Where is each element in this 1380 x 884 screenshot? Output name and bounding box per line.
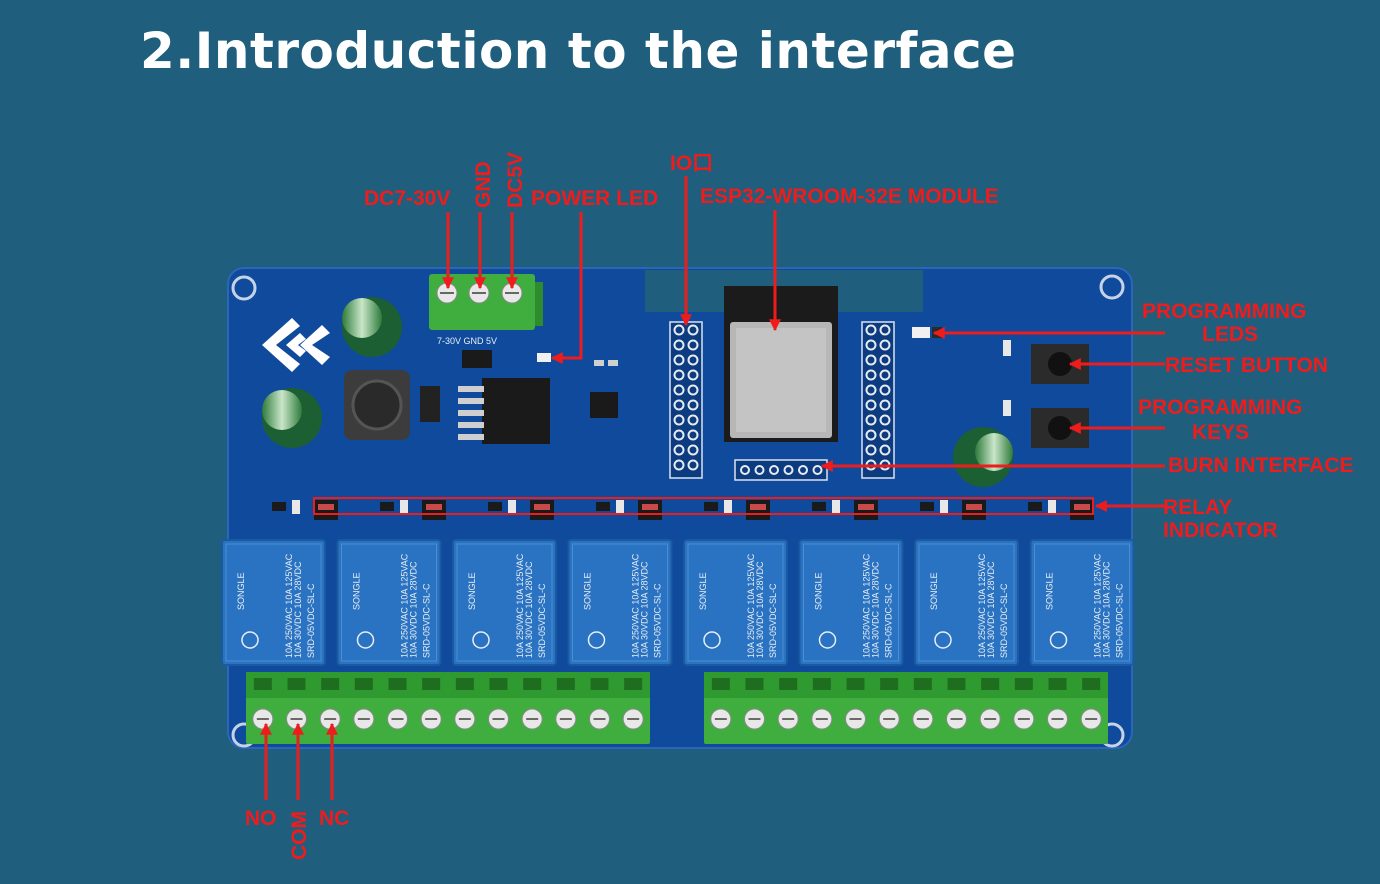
relay-brand: SONGLE bbox=[698, 572, 708, 610]
relay-rating: 10A 30VDC 10A 28VDC bbox=[409, 561, 419, 658]
relay-rating: 10A 250VAC 10A 125VAC bbox=[284, 553, 294, 658]
relay-rating: 10A 30VDC 10A 28VDC bbox=[871, 561, 881, 658]
relay-terminals bbox=[246, 672, 1108, 744]
label-esp32-module: ESP32-WROOM-32E MODULE bbox=[700, 185, 999, 208]
label-nc: NC bbox=[319, 807, 349, 830]
relay-rating: 10A 250VAC 10A 125VAC bbox=[515, 553, 525, 658]
relay-model: SRD-05VDC-SL-C bbox=[999, 583, 1009, 658]
relay-model: SRD-05VDC-SL-C bbox=[884, 583, 894, 658]
label-relay-indicator: RELAY bbox=[1163, 496, 1232, 519]
burn-interface bbox=[734, 459, 828, 481]
label-programming-leds: PROGRAMMING bbox=[1142, 300, 1307, 323]
power-silkscreen: 7-30V GND 5V bbox=[437, 336, 497, 346]
label-dc-input: DC7-30V bbox=[364, 187, 450, 210]
relay-brand: SONGLE bbox=[929, 572, 939, 610]
label-reset-button: RESET BUTTON bbox=[1165, 354, 1328, 377]
programming-led bbox=[912, 327, 930, 338]
relay-brand: SONGLE bbox=[352, 572, 362, 610]
io-header bbox=[669, 321, 703, 479]
label-programming-leds-2: LEDS bbox=[1202, 323, 1258, 346]
relay-model: SRD-05VDC-SL-C bbox=[537, 583, 547, 658]
relay-rating: 10A 250VAC 10A 125VAC bbox=[400, 553, 410, 658]
inductor bbox=[344, 370, 410, 440]
relay-rating: 10A 250VAC 10A 125VAC bbox=[1093, 553, 1103, 658]
label-dc5v: DC5V bbox=[504, 152, 527, 208]
relay-brand: SONGLE bbox=[1045, 572, 1055, 610]
power-terminal-block bbox=[429, 274, 543, 330]
relay-rating: 10A 30VDC 10A 28VDC bbox=[524, 561, 534, 658]
smd-chip bbox=[590, 392, 618, 418]
label-com: COM bbox=[288, 811, 311, 860]
brand-logo bbox=[262, 318, 330, 372]
relay-rating: 10A 250VAC 10A 125VAC bbox=[862, 553, 872, 658]
smd-chip bbox=[462, 350, 492, 368]
relay-model: SRD-05VDC-SL-C bbox=[1115, 583, 1125, 658]
label-no: NO bbox=[245, 807, 277, 830]
relay-rating: 10A 250VAC 10A 125VAC bbox=[631, 553, 641, 658]
voltage-regulator bbox=[458, 378, 550, 444]
label-burn-interface: BURN INTERFACE bbox=[1168, 454, 1354, 477]
page-title: 2.Introduction to the interface bbox=[140, 22, 1017, 80]
relay-model: SRD-05VDC-SL-C bbox=[768, 583, 778, 658]
label-gnd: GND bbox=[472, 161, 495, 208]
label-io-port: IO口 bbox=[670, 152, 713, 175]
relay-rating: 10A 30VDC 10A 28VDC bbox=[1102, 561, 1112, 658]
label-programming-keys: PROGRAMMING bbox=[1138, 396, 1303, 419]
io-header bbox=[861, 321, 895, 479]
relay-rating: 10A 30VDC 10A 28VDC bbox=[755, 561, 765, 658]
relay-model: SRD-05VDC-SL-C bbox=[422, 583, 432, 658]
relay-brand: SONGLE bbox=[583, 572, 593, 610]
esp32-module bbox=[724, 286, 838, 442]
relay-rating: 10A 250VAC 10A 125VAC bbox=[977, 553, 987, 658]
label-programming-keys-2: KEYS bbox=[1192, 421, 1249, 444]
terminal-block bbox=[704, 672, 1108, 744]
relay-brand: SONGLE bbox=[467, 572, 477, 610]
label-relay-indicator-2: INDICATOR bbox=[1163, 519, 1278, 542]
relay-brand: SONGLE bbox=[814, 572, 824, 610]
label-power-led: POWER LED bbox=[531, 187, 658, 210]
relay-rating: 10A 250VAC 10A 125VAC bbox=[746, 553, 756, 658]
relay-rating: 10A 30VDC 10A 28VDC bbox=[640, 561, 650, 658]
capacitor bbox=[342, 297, 402, 357]
annotations: DC7-30V GND DC5V POWER LED IO口 ESP32-WRO… bbox=[245, 152, 1354, 860]
terminal-block bbox=[246, 672, 650, 744]
relay-rating: 10A 30VDC 10A 28VDC bbox=[986, 561, 996, 658]
power-led bbox=[537, 353, 551, 362]
diode bbox=[420, 386, 440, 422]
capacitor bbox=[262, 388, 322, 448]
capacitor bbox=[953, 427, 1013, 487]
relay-model: SRD-05VDC-SL-C bbox=[306, 583, 316, 658]
relay-model: SRD-05VDC-SL-C bbox=[653, 583, 663, 658]
relay-brand: SONGLE bbox=[236, 572, 246, 610]
relay-rating: 10A 30VDC 10A 28VDC bbox=[293, 561, 303, 658]
